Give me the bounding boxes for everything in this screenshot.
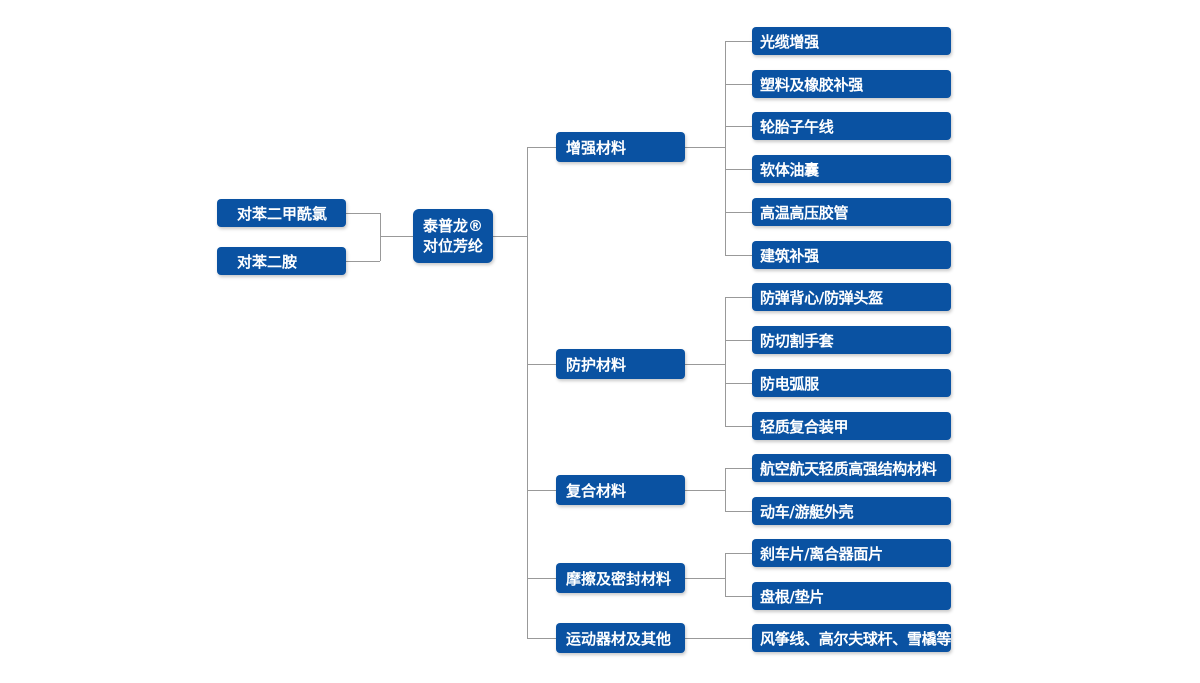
connector-line	[527, 638, 556, 639]
root-node-line1: 泰普龙®	[422, 217, 483, 235]
leaf-node: 轻质复合装甲	[752, 412, 951, 440]
leaf-node: 盘根/垫片	[752, 582, 951, 610]
connector-line	[725, 255, 752, 256]
category-node: 防护材料	[556, 349, 685, 379]
connector-line	[725, 426, 752, 427]
leaf-node: 防切割手套	[752, 326, 951, 354]
connector-line	[685, 147, 725, 148]
connector-line	[685, 490, 725, 491]
leaf-node: 高温高压胶管	[752, 198, 951, 226]
connector-line	[725, 84, 752, 85]
connector-line	[725, 297, 752, 298]
leaf-node: 刹车片/离合器面片	[752, 539, 951, 567]
raw-material-node: 对苯二胺	[217, 247, 346, 275]
connector-line	[725, 468, 752, 469]
connector-line	[685, 364, 725, 365]
connector-line	[725, 511, 752, 512]
root-node: 泰普龙® 对位芳纶	[413, 209, 493, 263]
connector-line	[346, 213, 380, 214]
connector-line	[725, 169, 752, 170]
connector-line	[725, 340, 752, 341]
category-node: 增强材料	[556, 132, 685, 162]
raw-material-node: 对苯二甲酰氯	[217, 199, 346, 227]
category-node: 运动器材及其他	[556, 623, 685, 653]
root-node-line2: 对位芳纶	[422, 237, 483, 255]
connector-line	[725, 596, 752, 597]
connector-line	[685, 578, 725, 579]
connector-line	[346, 261, 380, 262]
connector-line	[527, 147, 528, 638]
leaf-node: 轮胎子午线	[752, 112, 951, 140]
connector-line	[527, 490, 556, 491]
leaf-node: 塑料及橡胶补强	[752, 70, 951, 98]
connector-line	[527, 364, 556, 365]
connector-line	[725, 41, 752, 42]
connector-line	[725, 553, 726, 596]
connector-line	[725, 126, 752, 127]
connector-line	[493, 236, 527, 237]
connector-line	[685, 638, 752, 639]
connector-line	[725, 41, 726, 255]
connector-line	[725, 383, 752, 384]
category-node: 摩擦及密封材料	[556, 563, 685, 593]
leaf-node: 光缆增强	[752, 27, 951, 55]
leaf-node: 防电弧服	[752, 369, 951, 397]
leaf-node: 航空航天轻质高强结构材料	[752, 454, 951, 482]
leaf-node: 动车/游艇外壳	[752, 497, 951, 525]
leaf-node: 软体油囊	[752, 155, 951, 183]
connector-line	[380, 236, 413, 237]
connector-line	[527, 147, 556, 148]
connector-line	[725, 468, 726, 511]
connector-line	[725, 297, 726, 426]
leaf-node: 建筑补强	[752, 241, 951, 269]
connector-line	[725, 212, 752, 213]
leaf-node: 防弹背心/防弹头盔	[752, 283, 951, 311]
connector-line	[725, 553, 752, 554]
connector-line	[380, 213, 381, 261]
connector-line	[527, 578, 556, 579]
category-node: 复合材料	[556, 475, 685, 505]
leaf-node: 风筝线、高尔夫球杆、雪橇等	[752, 624, 951, 652]
